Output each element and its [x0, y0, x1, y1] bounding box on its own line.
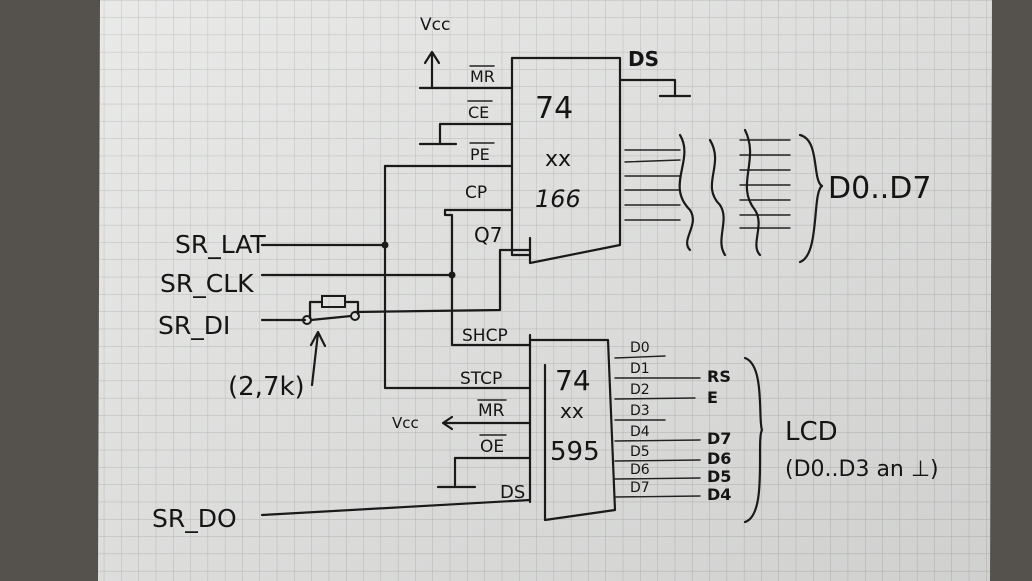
lcd-pin-e: E [707, 388, 718, 407]
lcd-pin-rs: RS [707, 367, 731, 386]
chip2-pin-d3: D3 [630, 403, 650, 419]
signal-sr-di: SR_DI [158, 311, 230, 340]
lcd-pin-d5: D5 [707, 467, 731, 486]
chip1-line2: xx [545, 147, 571, 172]
ground-oe-symbol [436, 456, 477, 489]
chip2-pin-d7: D7 [630, 480, 650, 496]
chip2-pin-d0: D0 [630, 340, 650, 356]
chip1-line3: 166 [535, 185, 581, 213]
paper-sheet [98, 0, 992, 581]
wiring [260, 164, 532, 517]
chip2-pin-d2: D2 [630, 382, 650, 398]
chip1-pin-ce: CE [468, 103, 489, 122]
lcd-label: LCD [785, 417, 838, 447]
chip1-pin-pe: PE [470, 145, 490, 164]
lcd-pin-d7: D7 [707, 429, 731, 448]
chip1-pin-mr: MR [470, 67, 495, 86]
ground-ce-symbol [418, 122, 465, 146]
lcd-brace [743, 356, 764, 524]
chip2-pin-stcp: STCP [460, 369, 502, 389]
chip2-pin-d5: D5 [630, 444, 650, 460]
chip1-pin-q7: Q7 [474, 223, 502, 247]
signal-sr-clk: SR_CLK [160, 269, 254, 298]
lcd-pin-d6: D6 [707, 449, 731, 468]
parallel-inputs-bus: D0..D7 [624, 128, 931, 264]
chip2-pin-d6: D6 [630, 462, 650, 478]
lcd-pin-d4: D4 [707, 485, 731, 504]
chip-74xx595: 74 xx 595 SHCP STCP MR OE DS D0 D1 D2 D3… [453, 326, 701, 522]
chip2-pin-d1: D1 [630, 361, 650, 377]
chip2-pin-d4: D4 [630, 424, 650, 440]
resistor-value: (2,7k) [228, 372, 305, 402]
chip2-pin-mr: MR [478, 401, 505, 421]
vcc-top-symbol: Vcc [420, 15, 450, 90]
chip2-pin-oe: OE [480, 437, 504, 457]
bus-label: D0..D7 [828, 171, 931, 206]
vcc-bottom-label: Vcc [392, 414, 419, 432]
ds-top: DS [618, 47, 692, 98]
chip1-pin-cp: CP [465, 183, 487, 203]
chip2-line3: 595 [550, 437, 600, 467]
chip2-line1: 74 [555, 364, 591, 397]
vcc-top-label: Vcc [420, 15, 450, 35]
vcc-bottom-symbol: Vcc [392, 414, 457, 432]
chip2-pin-ds: DS [500, 482, 525, 503]
chip1-line1: 74 [535, 91, 573, 126]
chip2-line2: xx [560, 399, 584, 423]
chip-74xx166: 74 xx 166 MR CE PE CP Q7 [383, 56, 622, 265]
signal-sr-lat: SR_LAT [175, 230, 266, 259]
signal-sr-do: SR_DO [152, 504, 237, 533]
ds-top-label: DS [628, 47, 659, 71]
lcd-note: (D0..D3 an ⊥) [785, 457, 939, 482]
chip2-pin-shcp: SHCP [462, 326, 508, 346]
